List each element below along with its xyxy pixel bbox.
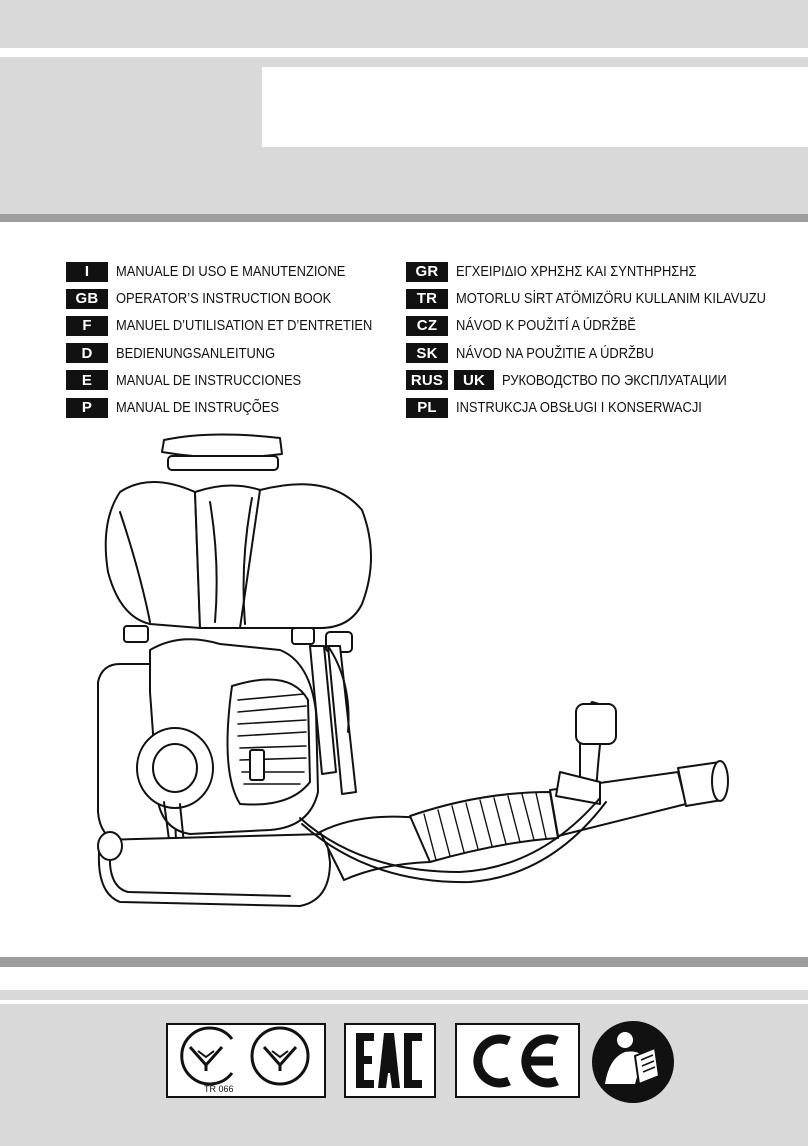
footer-thin-band bbox=[0, 990, 808, 1000]
language-code: RUS bbox=[406, 370, 448, 391]
language-code-secondary: UK bbox=[454, 370, 494, 391]
language-title: MOTORLU SİRT ATÖMIZÖRU KULLANIM KILAVUZU bbox=[456, 290, 766, 308]
language-title: РУКОВОДСТВО ПО ЭКСПЛУАТАЦИИ bbox=[502, 371, 727, 389]
language-code: I bbox=[66, 261, 108, 282]
backpack-mist-blower-illustration bbox=[97, 433, 729, 907]
language-row: D BEDIENUNGSANLEITUNG bbox=[66, 340, 414, 367]
language-code: GB bbox=[66, 288, 108, 309]
language-title: MANUAL DE INSTRUÇÕES bbox=[116, 399, 279, 417]
language-code: F bbox=[66, 315, 108, 336]
top-band bbox=[0, 0, 808, 48]
language-row: PL INSTRUKCJA OBSŁUGI I KONSERWACJI bbox=[406, 394, 808, 421]
language-title: NÁVOD NA POUŽITIE A ÚDRŽBU bbox=[456, 344, 654, 362]
language-code: GR bbox=[406, 261, 448, 282]
language-title: ΕΓΧΕΙΡΙΔΙΟ ΧΡΗΣΗΣ ΚΑΙ ΣΥΝΤΗΡΗΣΗΣ bbox=[456, 263, 697, 281]
language-code: TR bbox=[406, 288, 448, 309]
language-row: GB OPERATOR’S INSTRUCTION BOOK bbox=[66, 285, 414, 312]
language-row: E MANUAL DE INSTRUCCIONES bbox=[66, 367, 414, 394]
language-row: F MANUEL D’UTILISATION ET D’ENTRETIEN bbox=[66, 312, 414, 339]
language-code: PL bbox=[406, 397, 448, 418]
language-code: E bbox=[66, 370, 108, 391]
header-divider bbox=[0, 214, 808, 222]
footer-strip bbox=[0, 967, 808, 990]
language-list-left: I MANUALE DI USO E MANUTENZIONE GB OPERATO… bbox=[66, 258, 414, 421]
language-code: CZ bbox=[406, 315, 448, 336]
language-row: CZ NÁVOD K POUŽITÍ A ÚDRŽBĚ bbox=[406, 312, 808, 339]
language-row: TR MOTORLU SİRT ATÖMIZÖRU KULLANIM KILAVU… bbox=[406, 285, 808, 312]
read-manual-icon bbox=[592, 1021, 674, 1103]
ce-logo-icon bbox=[473, 1034, 559, 1088]
footer-divider bbox=[0, 957, 808, 967]
language-title: MANUALE DI USO E MANUTENZIONE bbox=[116, 263, 346, 281]
language-list-right: GR ΕΓΧΕΙΡΙΔΙΟ ΧΡΗΣΗΣ ΚΑΙ ΣΥΝΤΗΡΗΣΗΣ TR MOT… bbox=[406, 258, 808, 421]
language-title: NÁVOD K POUŽITÍ A ÚDRŽBĚ bbox=[456, 317, 636, 335]
ua-mark-label: TR 066 bbox=[204, 1084, 234, 1094]
language-title: INSTRUKCJA OBSŁUGI I KONSERWACJI bbox=[456, 399, 702, 417]
ua-conformity-mark: TR 066 bbox=[166, 1023, 326, 1098]
language-row: P MANUAL DE INSTRUÇÕES bbox=[66, 394, 414, 421]
language-row: GR ΕΓΧΕΙΡΙΔΙΟ ΧΡΗΣΗΣ ΚΑΙ ΣΥΝΤΗΡΗΣΗΣ bbox=[406, 258, 808, 285]
ua-trident-icon bbox=[180, 1026, 310, 1086]
language-code: SK bbox=[406, 343, 448, 364]
language-row: I MANUALE DI USO E MANUTENZIONE bbox=[66, 258, 414, 285]
language-row: RUS UK РУКОВОДСТВО ПО ЭКСПЛУАТАЦИИ bbox=[406, 367, 808, 394]
eac-logo-icon bbox=[356, 1033, 422, 1088]
language-code: D bbox=[66, 343, 108, 364]
eac-conformity-mark bbox=[344, 1023, 436, 1098]
language-title: BEDIENUNGSANLEITUNG bbox=[116, 344, 276, 362]
language-title: MANUEL D’UTILISATION ET D’ENTRETIEN bbox=[116, 317, 373, 335]
language-row: SK NÁVOD NA POUŽITIE A ÚDRŽBU bbox=[406, 340, 808, 367]
language-title: MANUAL DE INSTRUCCIONES bbox=[116, 371, 302, 389]
ce-conformity-mark bbox=[455, 1023, 580, 1098]
language-title: OPERATOR’S INSTRUCTION BOOK bbox=[116, 290, 332, 308]
language-code: P bbox=[66, 397, 108, 418]
title-box bbox=[262, 67, 808, 147]
